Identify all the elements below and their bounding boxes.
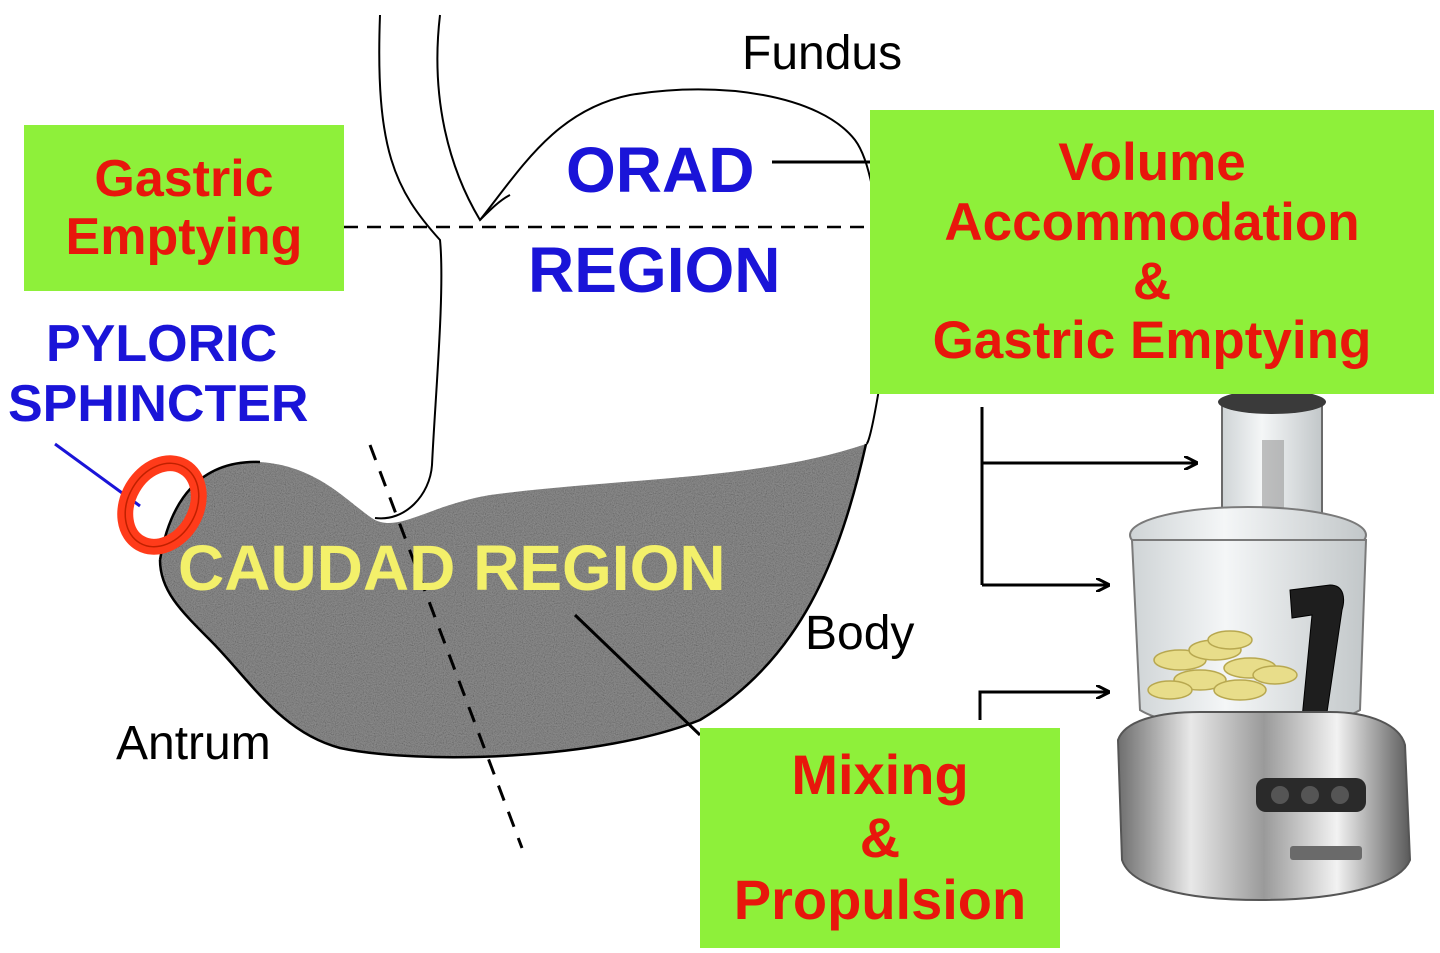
mixing-line2: & (859, 805, 901, 869)
gastric-emptying-line2: Emptying (65, 208, 303, 266)
caudad-pointer-line (573, 613, 702, 737)
fundus-outline (479, 88, 883, 446)
caudad-dashed-divider (368, 444, 524, 849)
pyloric-ring-icon (117, 455, 207, 555)
esophagus-right-wall (436, 14, 511, 222)
food-processor-icon (1116, 390, 1412, 902)
caudad-region-label: CAUDAD REGION (178, 532, 726, 604)
esophagus-left-wall (374, 14, 443, 520)
gastric-emptying-line1: Gastric (94, 149, 274, 208)
mixing-propulsion-box: Mixing & Propulsion (700, 728, 1060, 948)
volume-line1: Volume (1058, 133, 1246, 193)
volume-line4: Gastric Emptying (932, 311, 1372, 371)
orad-label: ORAD (566, 134, 755, 206)
mixing-line1: Mixing (791, 742, 969, 806)
function-arrows (978, 407, 1196, 720)
body-label: Body (805, 607, 915, 660)
volume-accommodation-box: Volume Accommodation & Gastric Emptying (870, 110, 1434, 394)
pyloric-label-line2: SPHINCTER (8, 375, 309, 433)
volume-line3: & (1132, 252, 1172, 311)
fundus-label: Fundus (742, 27, 903, 80)
orad-region-label: REGION (528, 234, 781, 306)
volume-line2: Accommodation (944, 192, 1360, 252)
gastric-emptying-box: Gastric Emptying (24, 125, 344, 291)
mixing-line3: Propulsion (733, 868, 1027, 932)
pyloric-label-line1: PYLORIC (46, 315, 278, 373)
antrum-label: Antrum (116, 717, 271, 770)
